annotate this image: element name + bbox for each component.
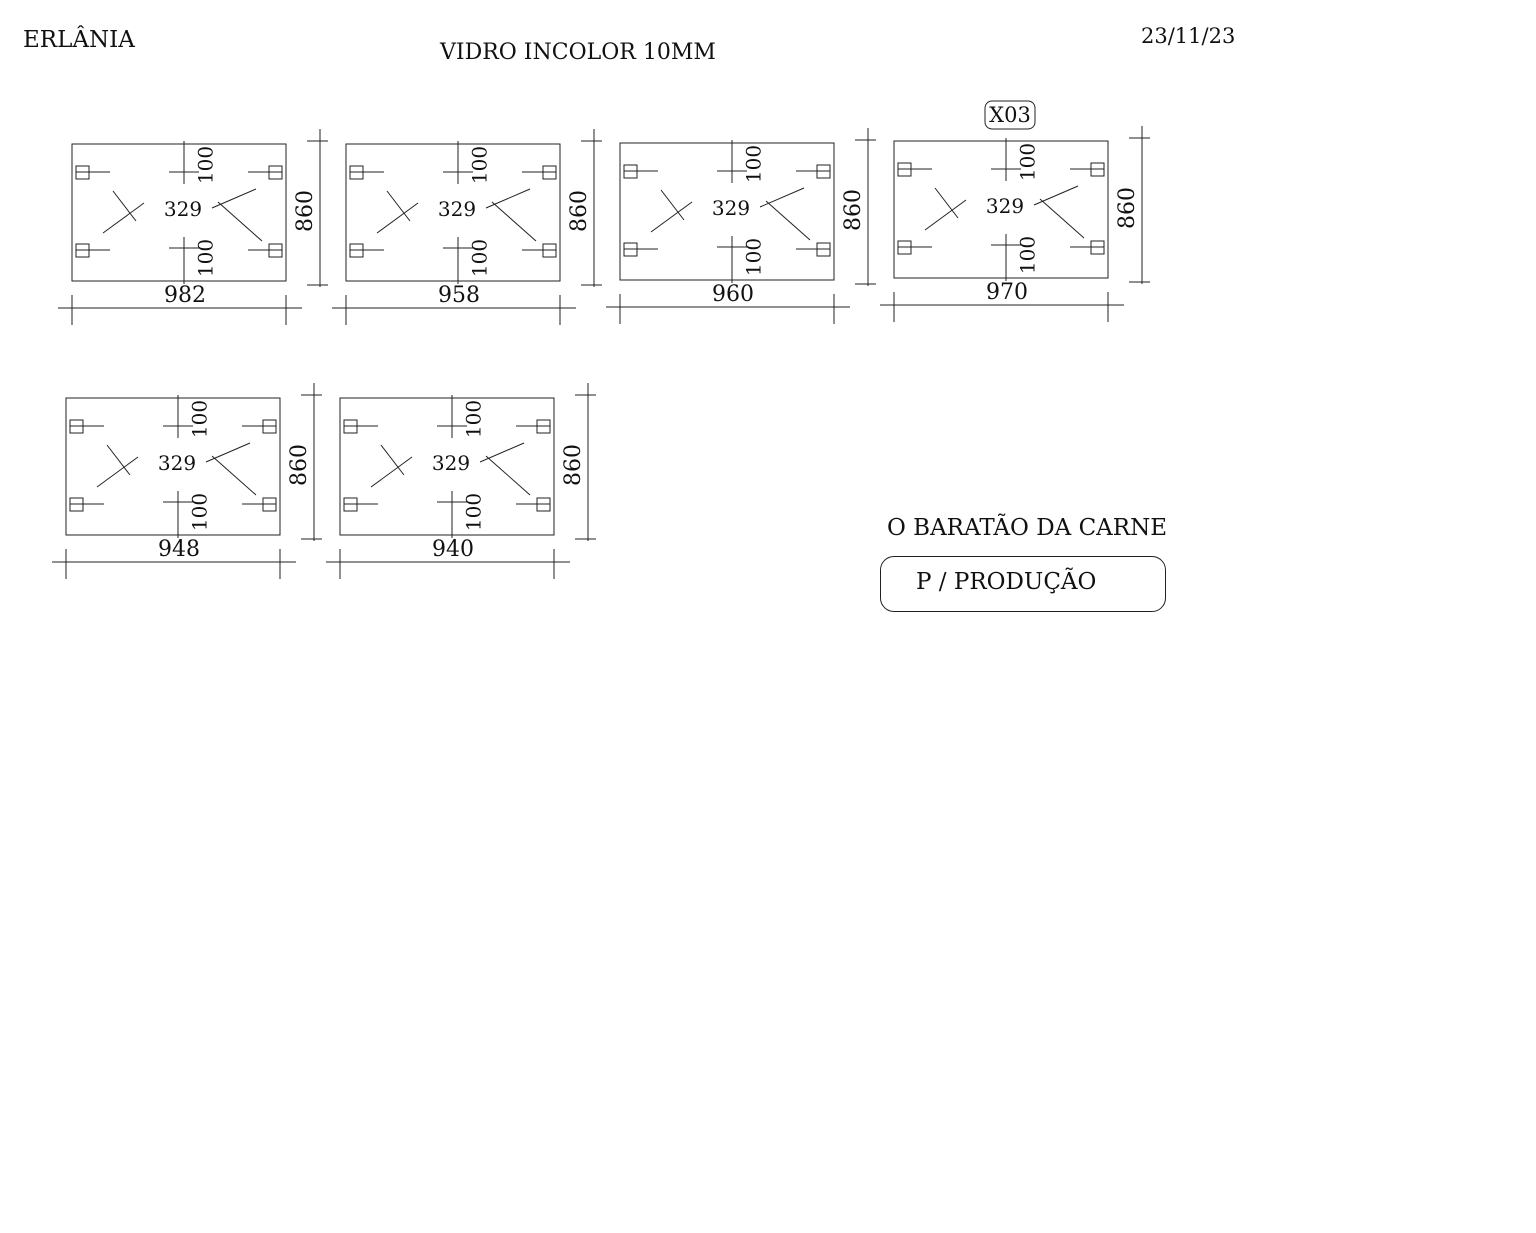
panel-outline (65, 397, 281, 536)
client-name: ERLÂNIA (23, 27, 135, 53)
top-offset-value: 100 (742, 145, 766, 183)
width-value: 970 (986, 280, 1028, 305)
panel-outline (339, 397, 555, 536)
bottom-offset-value: 100 (462, 493, 486, 531)
top-offset-value: 100 (468, 146, 492, 184)
glass-panel-1: 100 100 329 860 982 (58, 129, 328, 325)
right-diagonal-line (485, 455, 531, 496)
glass-panel-5: 100 100 329 860 948 (52, 383, 322, 579)
center-value: 329 (432, 451, 470, 475)
left-diagonal-line (102, 202, 145, 234)
glass-panel-3: 100 100 329 860 960 (606, 128, 876, 324)
left-diagonal-line (660, 189, 685, 221)
width-value: 960 (712, 282, 754, 307)
right-diagonal-line (211, 455, 257, 496)
height-value: 860 (1115, 187, 1140, 229)
width-value: 948 (158, 537, 200, 562)
bottom-offset-value: 100 (1016, 236, 1040, 274)
production-stamp-label: P / PRODUÇÃO (916, 569, 1097, 595)
panel-tag-box (984, 100, 1036, 130)
width-value: 940 (432, 537, 474, 562)
left-diagonal-line (386, 190, 411, 222)
center-value: 329 (438, 197, 476, 221)
bottom-offset-value: 100 (188, 493, 212, 531)
store-name: O BARATÃO DA CARNE (887, 515, 1168, 541)
height-value: 860 (841, 189, 866, 231)
left-diagonal-line (106, 444, 131, 476)
right-diagonal-line (759, 187, 805, 208)
height-value: 860 (293, 190, 318, 232)
width-value: 958 (438, 283, 480, 308)
height-value: 860 (287, 444, 312, 486)
right-diagonal-line (1033, 185, 1079, 206)
left-diagonal-line (924, 199, 967, 231)
drawing-date: 23/11/23 (1141, 24, 1236, 48)
bottom-offset-value: 100 (468, 239, 492, 277)
bottom-offset-value: 100 (194, 239, 218, 277)
left-diagonal-line (650, 201, 693, 233)
panel-outline (345, 143, 561, 282)
width-value: 982 (164, 283, 206, 308)
center-value: 329 (712, 196, 750, 220)
left-diagonal-line (370, 456, 413, 488)
right-diagonal-line (205, 442, 251, 463)
center-value: 329 (164, 197, 202, 221)
left-diagonal-line (96, 456, 139, 488)
glass-panel-4: 100 100 329 860 970 X03 (880, 100, 1150, 322)
production-stamp-box (880, 556, 1166, 612)
right-diagonal-line (765, 200, 811, 241)
right-diagonal-line (479, 442, 525, 463)
right-diagonal-line (485, 188, 531, 209)
top-offset-value: 100 (462, 400, 486, 438)
height-value: 860 (567, 190, 592, 232)
panel-outline (619, 142, 835, 281)
left-diagonal-line (934, 187, 959, 219)
height-value: 860 (561, 444, 586, 486)
right-diagonal-line (1039, 198, 1085, 239)
left-diagonal-line (376, 202, 419, 234)
right-diagonal-line (217, 201, 263, 242)
panel-tag-label: X03 (989, 103, 1031, 127)
top-offset-value: 100 (194, 146, 218, 184)
glass-panel-6: 100 100 329 860 940 (326, 383, 596, 579)
top-offset-value: 100 (1016, 143, 1040, 181)
panel-outline (893, 140, 1109, 279)
panel-outline (71, 143, 287, 282)
left-diagonal-line (380, 444, 405, 476)
right-diagonal-line (491, 201, 537, 242)
glass-spec-title: VIDRO INCOLOR 10MM (440, 40, 716, 65)
bottom-offset-value: 100 (742, 238, 766, 276)
center-value: 329 (158, 451, 196, 475)
top-offset-value: 100 (188, 400, 212, 438)
glass-panel-2: 100 100 329 860 958 (332, 129, 602, 325)
left-diagonal-line (112, 190, 137, 222)
center-value: 329 (986, 194, 1024, 218)
right-diagonal-line (211, 188, 257, 209)
